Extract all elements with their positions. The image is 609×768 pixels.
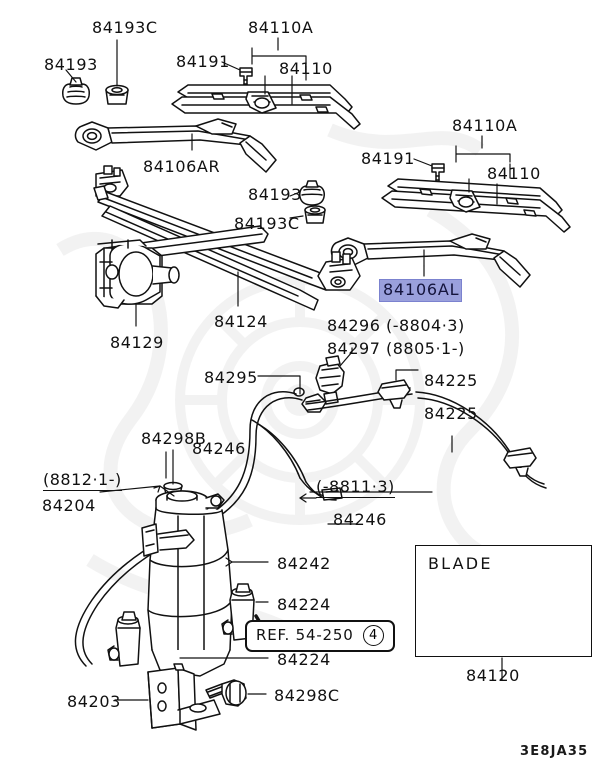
blade-inset-border [415, 545, 592, 657]
part-label-84246-hose-upper[interactable]: 84246 [192, 439, 246, 458]
illustration-84225-nozzle-lower [503, 447, 537, 477]
illustration-84298c-bolt [205, 679, 247, 707]
illustration-84106ar-arm [74, 118, 277, 173]
part-label-84193c-nut-mid[interactable]: 84193C [234, 214, 300, 233]
part-label-84110-right-blade[interactable]: 84110 [487, 164, 541, 183]
part-label-84110a-left-blade-assy[interactable]: 84110A [248, 18, 314, 37]
illustration-84110-right-blade [381, 178, 571, 233]
part-label-84225-nozzle-lower[interactable]: 84225 [424, 404, 478, 423]
blade-inset-title: BLADE [428, 554, 493, 573]
illustration-84242-tank [141, 507, 233, 677]
reference-box-54-250[interactable]: REF. 54-250 4 [245, 620, 395, 652]
part-label-84297-dated[interactable]: 84297 (8805·1-) [327, 339, 465, 358]
illustration-84203-bracket [147, 663, 221, 731]
part-label-84193c-nut[interactable]: 84193C [92, 18, 158, 37]
diagram-code: 3E8JA35 [520, 744, 589, 759]
part-label-84295-joint[interactable]: 84295 [204, 368, 258, 387]
part-label-84193-cap[interactable]: 84193 [44, 55, 98, 74]
part-label-84224-pump-upper[interactable]: 84224 [277, 595, 331, 614]
date-range-8812-1-onward: (8812·1-) [43, 470, 122, 491]
part-label-84246-hose-lower[interactable]: 84246 [333, 510, 387, 529]
reference-box-label: REF. 54-250 [256, 626, 354, 644]
part-label-84296-dated[interactable]: 84296 (-8804·3) [327, 316, 465, 335]
part-label-84298b-bolt[interactable]: 84298B [141, 429, 207, 448]
part-label-84110a-right-blade-assy[interactable]: 84110A [452, 116, 518, 135]
illustration-84224-pump-lower [107, 611, 141, 667]
part-label-84129-wiper-motor[interactable]: 84129 [110, 333, 164, 352]
part-label-84191-right-clip[interactable]: 84191 [361, 149, 415, 168]
illustration-84193-cap-mid [299, 180, 325, 206]
reference-box-badge: 4 [362, 625, 384, 646]
part-label-84124-linkage[interactable]: 84124 [214, 312, 268, 331]
highlighted-part-label-84106al[interactable]: 84106AL [379, 279, 463, 302]
illustration-84129-motor [95, 239, 180, 309]
part-label-84225-nozzle-upper[interactable]: 84225 [424, 371, 478, 390]
part-label-84224-pump-lower[interactable]: 84224 [277, 650, 331, 669]
illustration-84110-left-blade [171, 84, 361, 130]
part-label-84110-left-blade[interactable]: 84110 [279, 59, 333, 78]
part-label-84242-tank[interactable]: 84242 [277, 554, 331, 573]
illustration-84193c-nut-mid [304, 205, 326, 224]
date-range-to-8811-3: (-8811·3) [316, 477, 395, 498]
part-label-84120-blade-refill[interactable]: 84120 [466, 666, 520, 685]
part-label-84204-cap[interactable]: 84204 [42, 496, 96, 515]
part-label-84191-left-clip[interactable]: 84191 [176, 52, 230, 71]
part-label-84106ar-right-arm[interactable]: 84106AR [143, 157, 221, 176]
illustration-84204-cap [155, 490, 225, 514]
illustration-84225-nozzle-upper [377, 379, 411, 409]
part-label-84203-bracket[interactable]: 84203 [67, 692, 121, 711]
part-label-84193-cap-mid[interactable]: 84193 [248, 185, 302, 204]
illustration-84193c-nut-top [105, 84, 129, 105]
part-label-84298c-bolt[interactable]: 84298C [274, 686, 340, 705]
